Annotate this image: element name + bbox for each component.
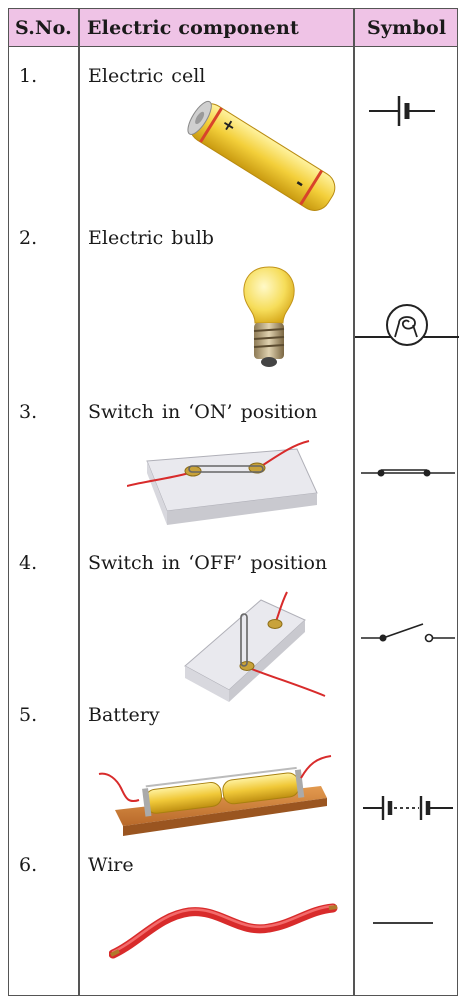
component-name: Electric bulb [88,227,214,249]
switch-off-picture [184,591,326,702]
header-component: Electric component [87,17,299,39]
column-divider-1 [78,9,80,995]
row-number: 2. [19,227,38,249]
battery-picture [98,755,332,836]
bulb-symbol [355,304,459,346]
component-name: Switch in ‘ON’ position [88,401,318,423]
row-number: 5. [19,704,38,726]
header-sno: S.No. [15,17,72,39]
battery-symbol [363,796,453,820]
component-name: Battery [88,704,160,726]
switch-on-symbol [361,469,455,477]
components-table: S.No. Electric component Symbol 1. Elect… [8,8,459,996]
component-name: Electric cell [88,65,206,87]
wire-picture [109,903,338,959]
switch-off-symbol [361,623,455,643]
switch-on-picture [127,440,318,525]
row-number: 1. [19,65,38,87]
table-header: S.No. Electric component Symbol [9,9,457,47]
column-divider-2 [353,9,355,995]
row-number: 3. [19,401,38,423]
row-number: 6. [19,854,38,876]
cell-symbol [369,96,435,126]
electric-bulb-picture [243,266,295,367]
electric-cell-picture: + - [187,100,336,211]
row-number: 4. [19,552,38,574]
component-name: Switch in ‘OFF’ position [88,552,328,574]
header-symbol: Symbol [367,17,447,39]
wire-symbol [373,922,433,924]
component-name: Wire [88,854,134,876]
